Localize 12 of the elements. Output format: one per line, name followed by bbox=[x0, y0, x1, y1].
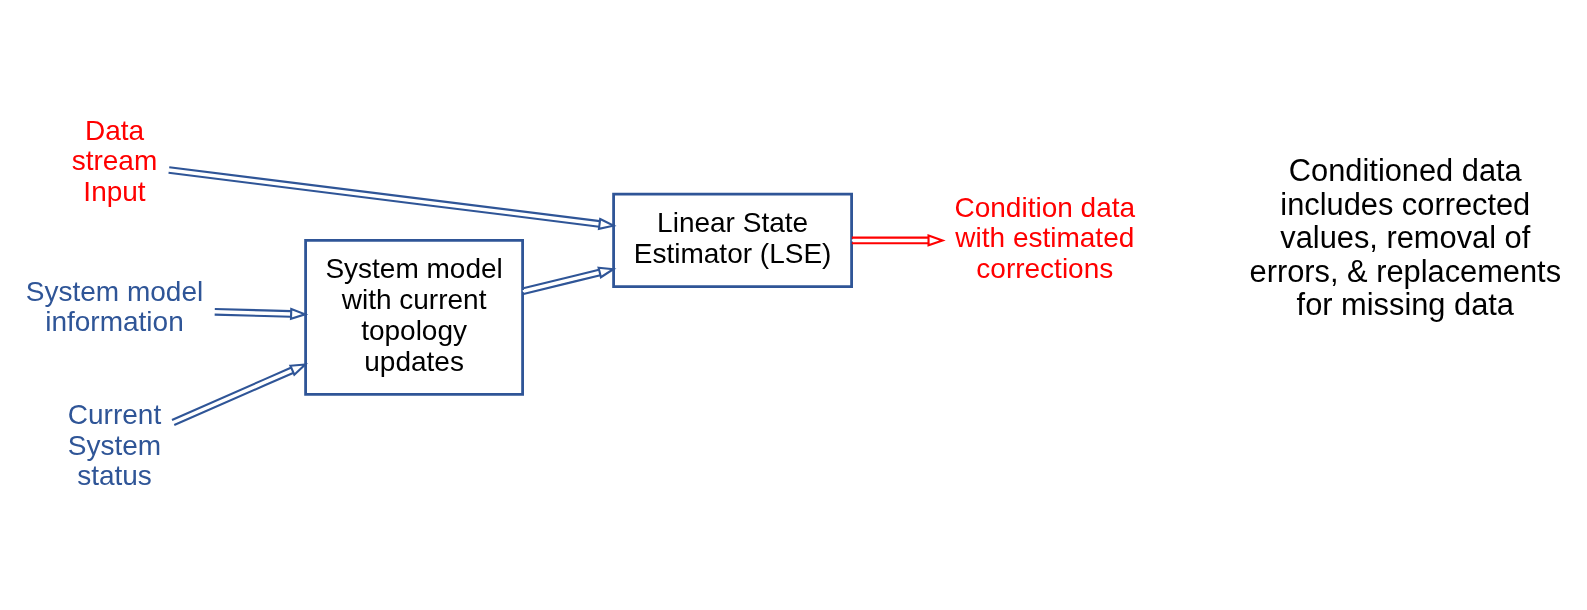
arrow bbox=[214, 307, 309, 320]
arrow bbox=[851, 233, 946, 247]
label: Conditioned data includes corrected values, removal of errors, & replacements for missing data bbox=[1249, 152, 1562, 322]
node-box: Linear State Estimator (LSE) bbox=[612, 192, 853, 288]
arrow bbox=[168, 165, 617, 230]
node-text: System model information bbox=[25, 275, 204, 337]
node-text: Data stream Input bbox=[71, 114, 158, 207]
node-text: Current System status bbox=[67, 398, 162, 491]
arrow bbox=[521, 266, 617, 295]
arrow bbox=[171, 362, 309, 426]
node-box: System model with current topology updates bbox=[304, 238, 524, 396]
node-text: Condition data with estimated corrections bbox=[954, 191, 1136, 284]
